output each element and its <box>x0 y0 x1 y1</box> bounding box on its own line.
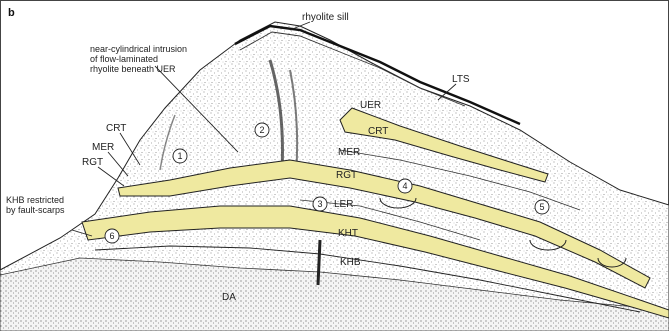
label-crt-left: CRT <box>106 123 126 134</box>
unit-number-3: 3 <box>317 199 322 209</box>
label-mer-center: MER <box>338 147 360 158</box>
label-khb: KHB <box>340 257 361 268</box>
label-kht: KHT <box>338 228 358 239</box>
label-ler: LER <box>334 199 353 210</box>
unit-number-6: 6 <box>109 231 114 241</box>
fault-streak <box>318 240 320 285</box>
label-khb-line2: by fault-scarps <box>6 205 65 215</box>
label-da: DA <box>222 292 236 303</box>
unit-number-4: 4 <box>402 181 407 191</box>
label-crt-band: CRT <box>368 126 388 137</box>
label-lts: LTS <box>452 74 470 85</box>
label-intrusion-line3: rhyolite beneath UER <box>90 64 176 74</box>
label-rgt-left: RGT <box>82 157 103 168</box>
label-khb-line1: KHB restricted <box>6 195 64 205</box>
label-intrusion-line2: of flow-laminated <box>90 54 158 64</box>
label-mer-left: MER <box>92 142 114 153</box>
unit-number-5: 5 <box>539 202 544 212</box>
label-uer: UER <box>360 100 381 111</box>
label-rhyolite-sill: rhyolite sill <box>302 12 349 23</box>
unit-number-1: 1 <box>177 151 182 161</box>
panel-label: b <box>8 7 15 19</box>
label-intrusion-line1: near-cylindrical intrusion <box>90 44 187 54</box>
label-rgt-center: RGT <box>336 170 357 181</box>
unit-number-2: 2 <box>259 125 264 135</box>
